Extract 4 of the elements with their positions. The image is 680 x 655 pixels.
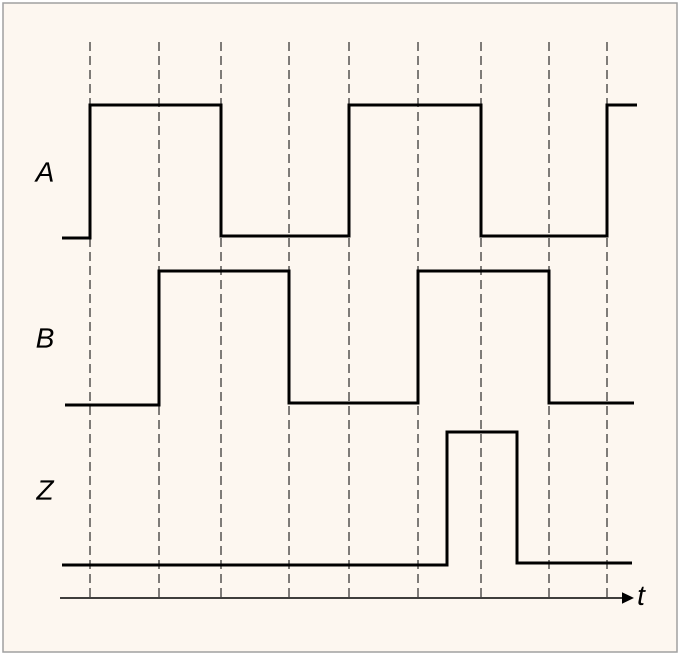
signal-label: A [34,162,53,182]
signal-label: B [36,328,54,348]
signal-label: Z [36,480,54,500]
axis-label: t [638,586,646,606]
